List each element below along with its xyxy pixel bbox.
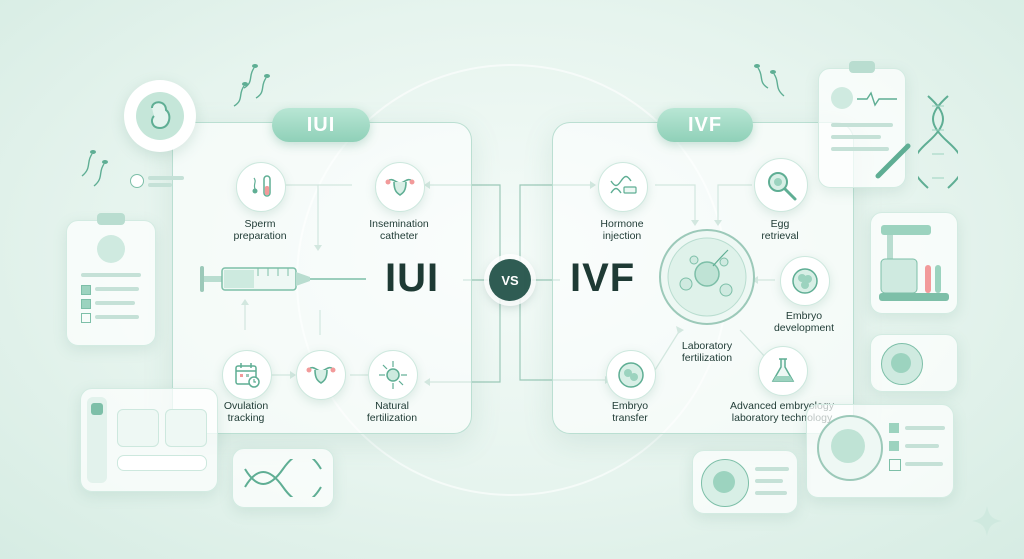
iui-title: IUI bbox=[385, 256, 440, 300]
dna-syringe-icon bbox=[610, 175, 637, 194]
iui-step-sperm-preparation[interactable] bbox=[236, 162, 286, 212]
flask-icon bbox=[771, 358, 795, 382]
check-chip bbox=[130, 174, 188, 188]
magnifier-icon bbox=[768, 172, 797, 201]
left-app-card bbox=[80, 388, 218, 492]
calendar-icon bbox=[235, 363, 260, 388]
iui-step-ovulation-tracking[interactable] bbox=[222, 350, 272, 400]
dna-vertical-icon bbox=[918, 95, 958, 189]
egg-sperm-icon bbox=[379, 361, 407, 389]
dna-card bbox=[232, 448, 334, 508]
right-clipboard-card bbox=[818, 61, 906, 188]
ivf-pill: IVF bbox=[657, 108, 753, 142]
ivf-step-embryo-transfer[interactable] bbox=[606, 350, 656, 400]
sperm-cluster-icon bbox=[233, 64, 270, 107]
sperm-cluster-icon-right bbox=[754, 64, 785, 97]
ivf-title: IVF bbox=[570, 256, 636, 300]
vs-badge: VS bbox=[489, 259, 531, 301]
embryo-icon bbox=[792, 268, 818, 294]
embryo-screen-card bbox=[870, 334, 958, 392]
dish-report-card bbox=[806, 404, 954, 498]
sperm-tube-icon bbox=[252, 175, 271, 197]
sparkle-icon bbox=[972, 506, 1002, 536]
lab-machine-icon bbox=[879, 225, 949, 301]
uterus-icon bbox=[306, 366, 336, 384]
syringe-icon bbox=[200, 266, 366, 292]
ivf-step-embryology-tech[interactable] bbox=[758, 346, 808, 396]
embryo-transfer-icon bbox=[618, 362, 644, 388]
iui-step-uterus[interactable] bbox=[296, 350, 346, 400]
iui-step-insemination-catheter[interactable] bbox=[375, 162, 425, 212]
fetus-bubble-icon bbox=[124, 80, 196, 152]
iui-step-natural-fertilization[interactable] bbox=[368, 350, 418, 400]
ivf-step-embryo-development[interactable] bbox=[780, 256, 830, 306]
uterus-icon bbox=[385, 178, 415, 196]
iui-pill: IUI bbox=[272, 108, 370, 142]
microscope-card bbox=[870, 212, 958, 314]
sperm-icon-left bbox=[81, 150, 108, 187]
ivf-step-egg-retrieval[interactable] bbox=[754, 158, 808, 212]
petri-dish-icon bbox=[659, 229, 755, 325]
ivf-step-hormone-injection[interactable] bbox=[598, 162, 648, 212]
dna-icon bbox=[244, 459, 322, 497]
left-clipboard-card bbox=[66, 213, 156, 346]
pen-icon bbox=[875, 143, 911, 179]
embryo-report-card bbox=[692, 450, 798, 514]
